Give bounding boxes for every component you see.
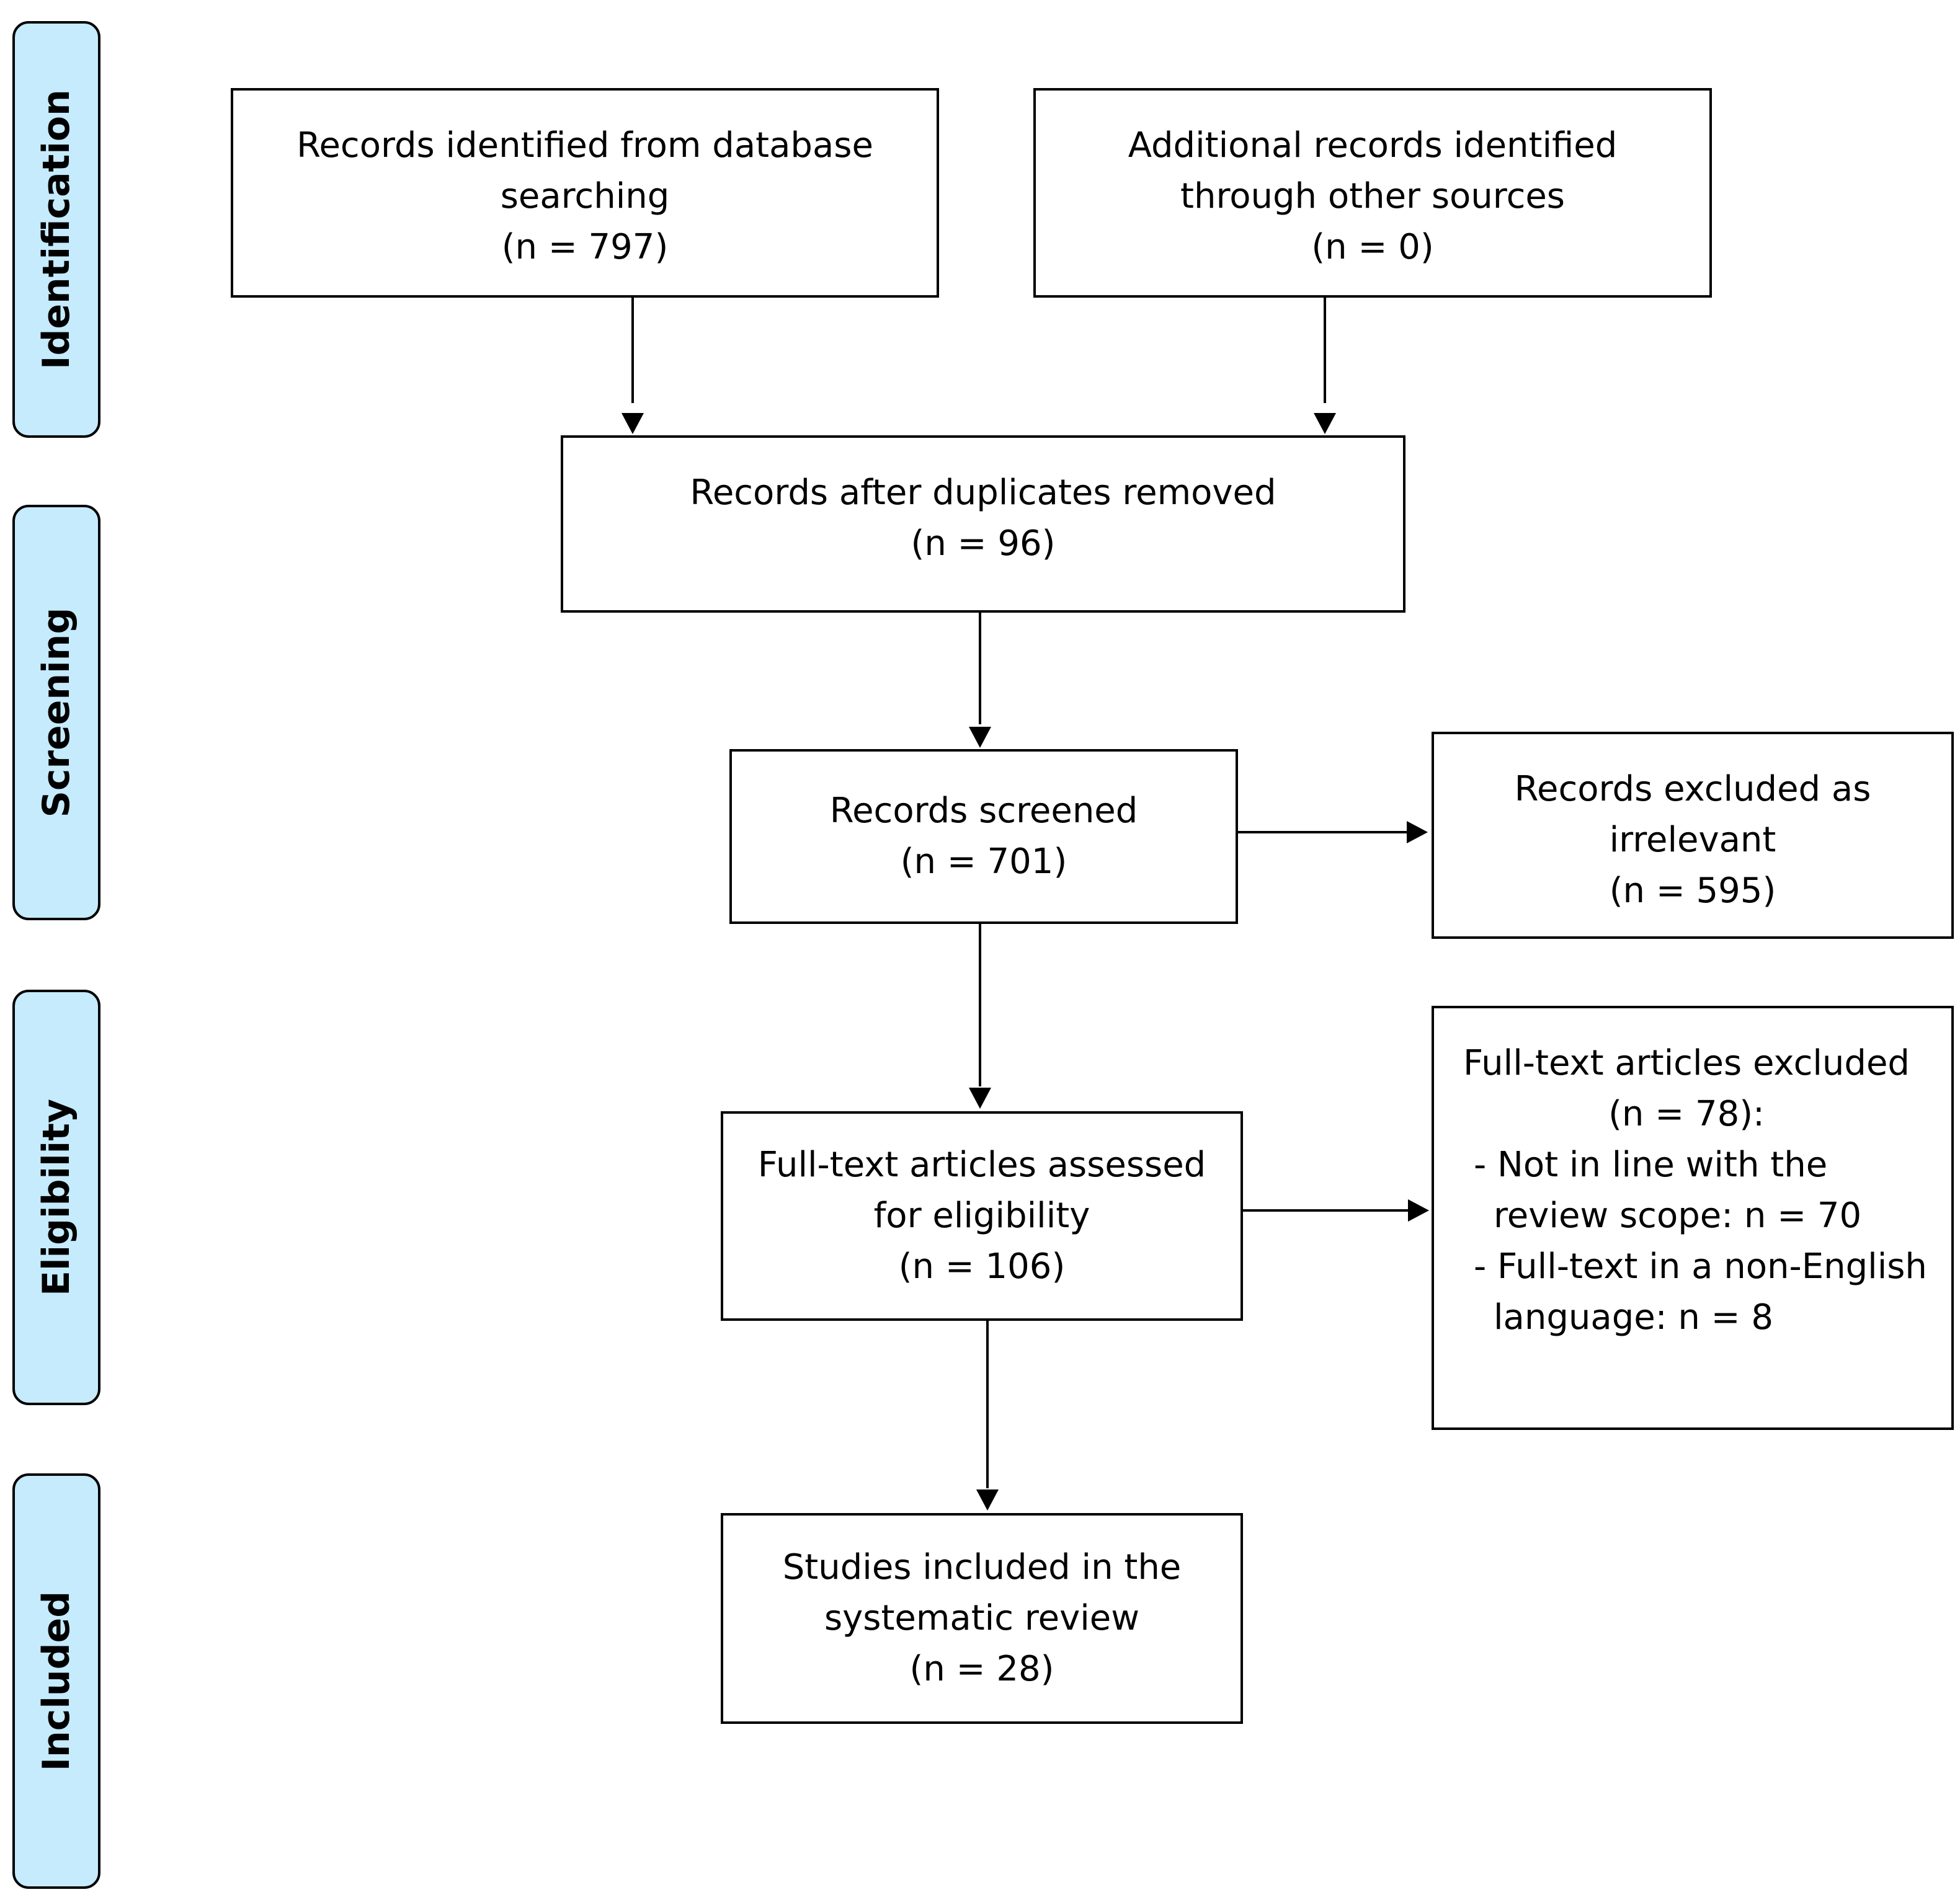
box-text: Additional records identified <box>1128 125 1618 166</box>
box-count: (n = 595) <box>1609 871 1776 911</box>
stage-label: Eligibility <box>35 1098 78 1297</box>
box-fulltext-excluded: Full-text articles excluded (n = 78): - … <box>1432 1006 1954 1430</box>
arrowhead-database-to-dedup <box>621 413 644 434</box>
arrowhead-screened-to-assessed <box>969 1088 991 1109</box>
box-records-screened: Records screened (n = 701) <box>729 749 1238 924</box>
arrowhead-other-to-dedup <box>1314 413 1336 434</box>
exclusion-reason: - Not in line with the <box>1474 1145 1828 1185</box>
box-text: Records identified from database <box>296 125 873 166</box>
stage-screening: Screening <box>12 505 100 920</box>
box-fulltext-assessed: Full-text articles assessed for eligibil… <box>721 1111 1243 1321</box>
stage-included: Included <box>12 1473 100 1889</box>
box-database-records: Records identified from database searchi… <box>231 88 939 298</box>
box-count: (n = 96) <box>911 523 1056 564</box>
box-duplicates-removed: Records after duplicates removed (n = 96… <box>561 435 1405 613</box>
stage-identification: Identification <box>12 21 100 438</box>
arrowhead-assessed-to-fulltext-excluded <box>1408 1199 1429 1222</box>
box-records-excluded: Records excluded as irrelevant (n = 595) <box>1432 732 1954 939</box>
box-count: (n = 797) <box>501 227 669 267</box>
box-count: (n = 78): <box>1608 1094 1765 1134</box>
box-text: systematic review <box>824 1598 1140 1638</box>
box-count: (n = 28) <box>909 1649 1054 1689</box>
box-text: irrelevant <box>1609 820 1776 860</box>
box-text: Full-text articles assessed <box>757 1145 1206 1185</box>
box-text: Studies included in the <box>782 1547 1182 1587</box>
box-text: Records excluded as <box>1514 769 1871 809</box>
stage-label: Included <box>35 1591 78 1772</box>
box-text: Records screened <box>829 791 1138 831</box>
box-heading: Full-text articles excluded <box>1463 1043 1910 1083</box>
box-count: (n = 0) <box>1311 227 1434 267</box>
box-other-sources: Additional records identified through ot… <box>1033 88 1712 298</box>
box-studies-included: Studies included in the systematic revie… <box>721 1513 1243 1724</box>
box-text: searching <box>500 176 670 216</box>
exclusion-reason: review scope: n = 70 <box>1494 1196 1862 1236</box>
box-count: (n = 701) <box>900 841 1067 882</box>
box-text: through other sources <box>1180 176 1565 216</box>
arrowhead-screened-to-excluded <box>1407 821 1428 843</box>
box-text: for eligibility <box>873 1196 1090 1236</box>
arrowhead-assessed-to-included <box>976 1489 999 1511</box>
exclusion-reason: - Full-text in a non-English <box>1474 1246 1927 1287</box>
arrowhead-dedup-to-screened <box>969 727 991 748</box>
exclusion-reason: language: n = 8 <box>1494 1297 1774 1338</box>
stage-eligibility: Eligibility <box>12 990 100 1405</box>
stage-label: Screening <box>35 607 78 818</box>
stage-label: Identification <box>35 89 78 370</box>
box-text: Records after duplicates removed <box>690 473 1276 513</box>
box-count: (n = 106) <box>898 1246 1066 1287</box>
